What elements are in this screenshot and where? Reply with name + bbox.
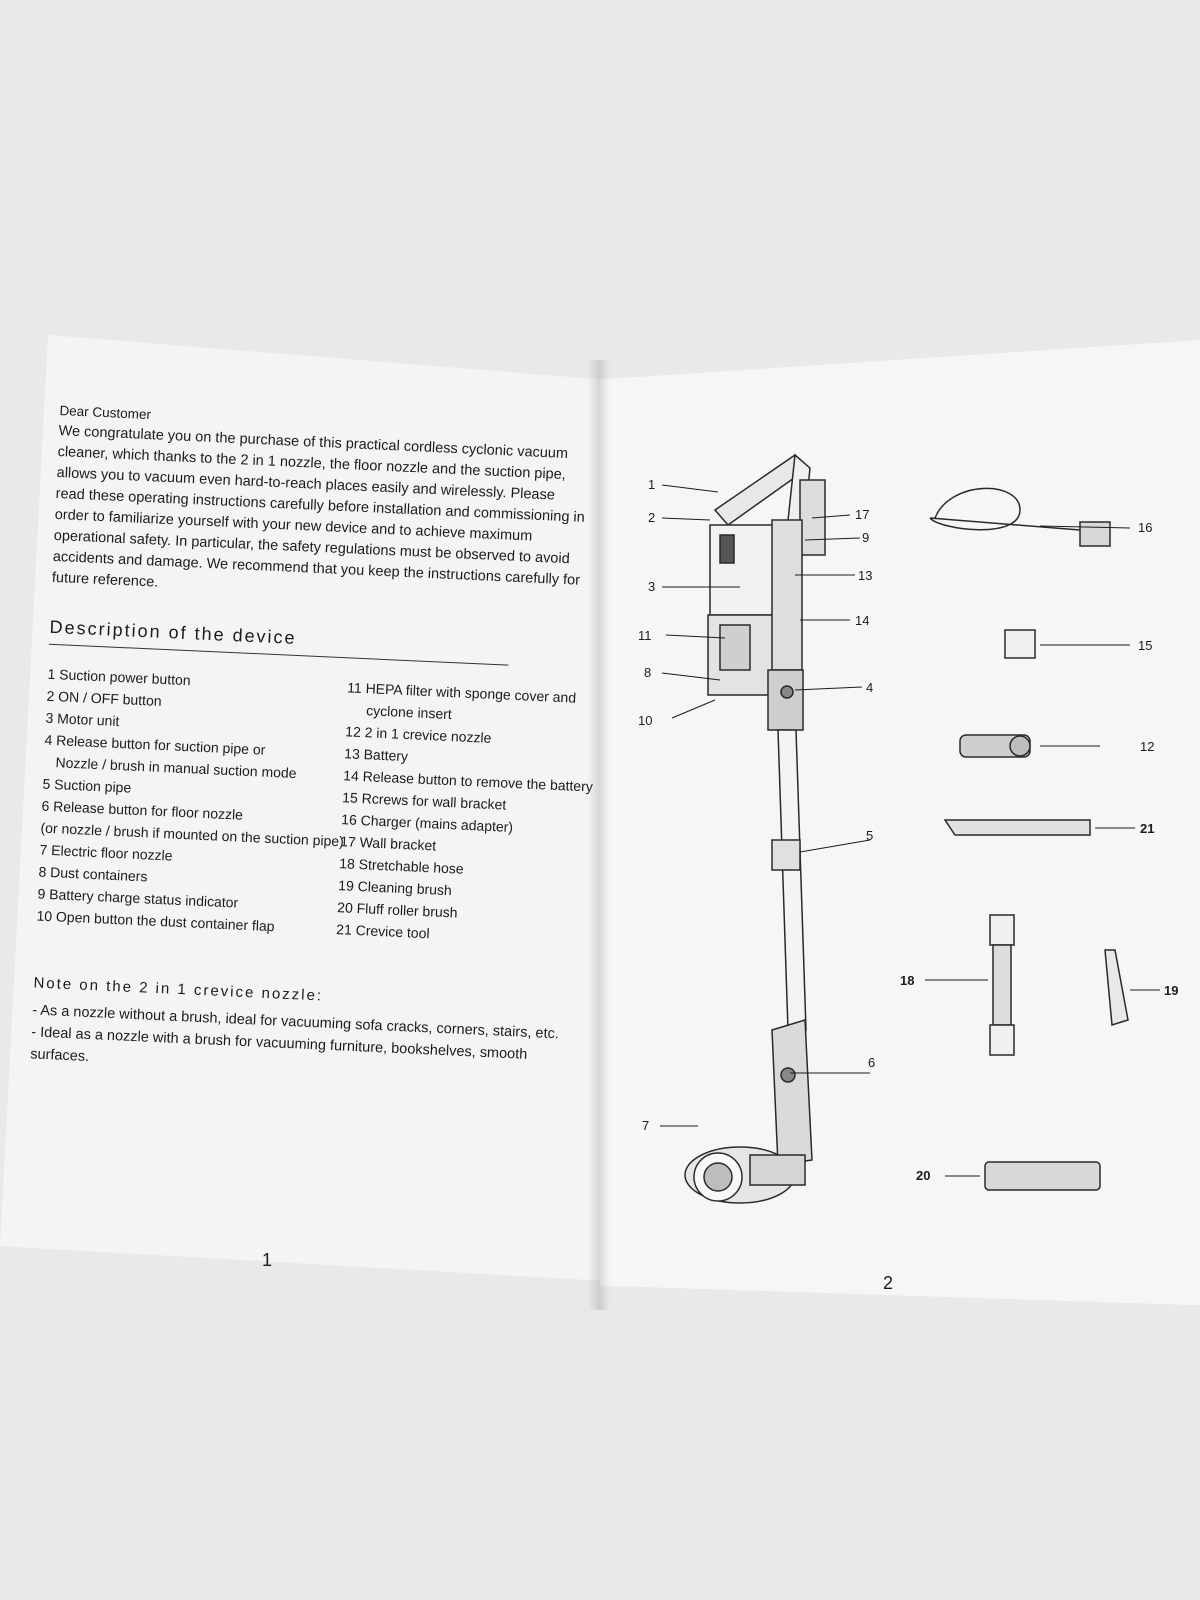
page-number-left: 1 (262, 1250, 273, 1270)
label-6: 6 (868, 1055, 875, 1070)
parts-list: 1 Suction power button 2 ON / OFF button… (36, 663, 593, 951)
suction-pipe-icon (771, 729, 807, 1031)
right-page (600, 340, 1200, 1306)
label-13: 13 (858, 568, 872, 583)
label-15: 15 (1138, 638, 1152, 653)
leader-lines (660, 484, 1160, 1177)
charger-cable-icon (929, 487, 1081, 531)
label-10: 10 (638, 713, 652, 728)
book-gutter (588, 360, 610, 1310)
roller-brush-icon (984, 1161, 1101, 1191)
left-page-content: Dear Customer We congratulate you on the… (30, 400, 593, 1089)
label-21: 21 (1140, 821, 1154, 836)
label-18: 18 (900, 973, 914, 988)
label-5: 5 (866, 828, 873, 843)
label-12: 12 (1140, 739, 1154, 754)
intro-text: Dear Customer We congratulate you on the… (51, 400, 589, 613)
label-9: 9 (862, 530, 869, 545)
label-7: 7 (642, 1118, 649, 1133)
cleaning-brush-icon (1104, 949, 1129, 1026)
label-19: 19 (1164, 983, 1178, 998)
diagram-labels: 1 2 3 11 8 10 4 5 6 7 17 9 13 14 16 15 1… (638, 477, 1178, 1183)
crevice-nozzle-2in1-icon (959, 734, 1031, 758)
label-3: 3 (648, 579, 655, 594)
dust-container-icon (707, 614, 779, 696)
label-8: 8 (644, 665, 651, 680)
description-title: Description of the device (48, 616, 510, 666)
parts-column-2: 11 HEPA filter with sponge cover and cyc… (336, 676, 598, 951)
crevice-tool-icon (943, 819, 1091, 836)
label-2: 2 (648, 510, 655, 525)
page-number-right: 2 (883, 1273, 894, 1293)
motor-unit-icon (709, 524, 776, 616)
screws-icon (1004, 629, 1036, 659)
intro-paragraph-2: Please read these operating instructions… (51, 485, 586, 591)
label-17: 17 (855, 507, 869, 522)
label-1: 1 (648, 477, 655, 492)
left-page (0, 335, 600, 1281)
stretchable-hose-icon (989, 914, 1015, 1056)
device-diagram: 1 2 3 11 8 10 4 5 6 7 17 9 13 14 16 15 1… (638, 453, 1178, 1204)
label-14: 14 (855, 613, 869, 628)
charger-icon (1079, 521, 1111, 547)
floor-nozzle-icon (684, 1146, 806, 1204)
pipe-connector-icon (767, 669, 804, 731)
label-4: 4 (866, 680, 873, 695)
nozzle-neck-icon (771, 1019, 813, 1166)
parts-column-1: 1 Suction power button 2 ON / OFF button… (36, 663, 348, 940)
battery-icon (771, 519, 803, 671)
label-11: 11 (638, 628, 652, 643)
label-16: 16 (1138, 520, 1152, 535)
label-20: 20 (916, 1168, 930, 1183)
